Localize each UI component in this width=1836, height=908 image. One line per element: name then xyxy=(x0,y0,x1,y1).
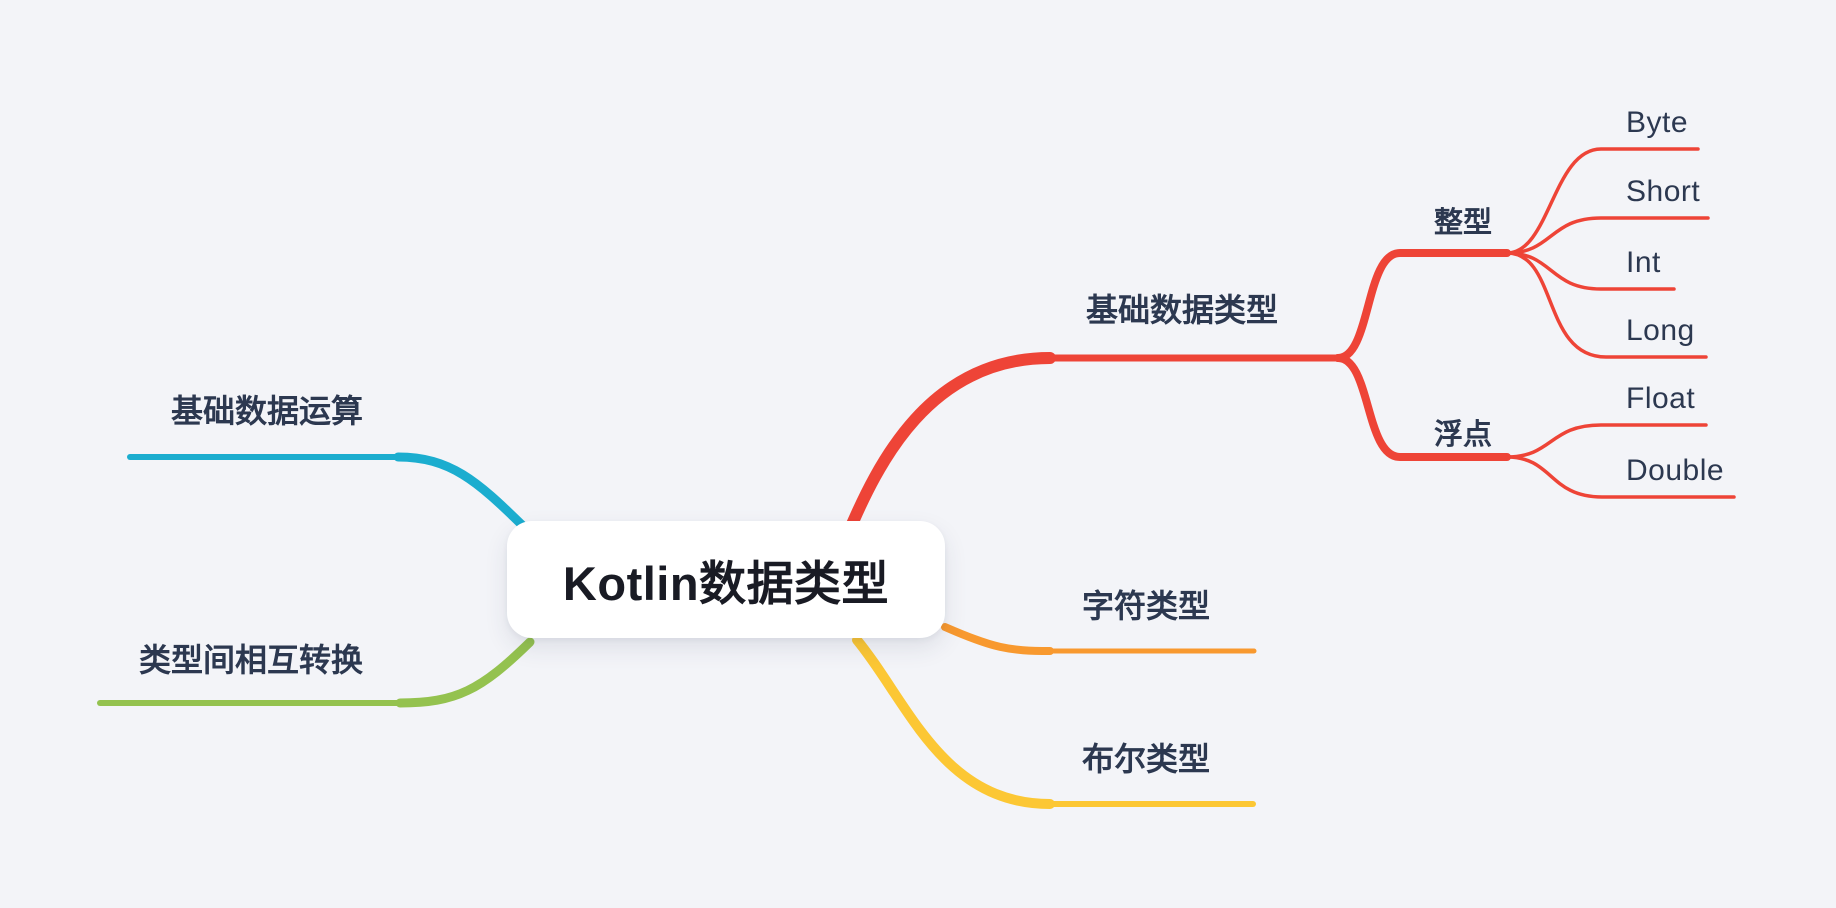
branch-curve-conversion xyxy=(395,637,535,708)
branch-connector-float xyxy=(1334,354,1511,461)
branch-label-basic-ops[interactable]: 基础数据运算 xyxy=(171,393,364,429)
branch-curve-basic-ops xyxy=(393,452,527,530)
branch-label-integer[interactable]: 整型 xyxy=(1434,207,1493,239)
leaf-label-int[interactable]: Int xyxy=(1626,246,1661,279)
leaf-label-long[interactable]: Long xyxy=(1626,314,1695,347)
leaf-label-byte[interactable]: Byte xyxy=(1626,106,1689,139)
root-label: Kotlin数据类型 xyxy=(562,557,890,610)
leaf-label-double[interactable]: Double xyxy=(1626,454,1725,487)
leaf-line-int xyxy=(1505,251,1676,291)
leaf-line-double xyxy=(1505,455,1736,499)
branch-label-char-type[interactable]: 字符类型 xyxy=(1082,588,1211,624)
leaf-line-byte xyxy=(1505,147,1700,255)
leaf-line-short xyxy=(1505,216,1710,255)
leaf-line-long xyxy=(1505,251,1708,359)
branch-curve-char-type xyxy=(941,623,1054,655)
root-node[interactable]: Kotlin数据类型 xyxy=(507,521,945,638)
branch-label-basic-types[interactable]: 基础数据类型 xyxy=(1086,292,1279,328)
leaf-label-float[interactable]: Float xyxy=(1626,382,1696,415)
branch-curve-basic-types xyxy=(841,352,1056,542)
branch-label-conversion[interactable]: 类型间相互转换 xyxy=(139,642,364,678)
branch-label-float[interactable]: 浮点 xyxy=(1434,419,1493,451)
branch-label-bool-type[interactable]: 布尔类型 xyxy=(1082,741,1211,777)
branch-curve-bool-type xyxy=(852,635,1055,809)
leaf-line-float xyxy=(1505,423,1708,459)
branch-connector-integer xyxy=(1334,249,1511,362)
leaf-label-short[interactable]: Short xyxy=(1626,175,1701,208)
